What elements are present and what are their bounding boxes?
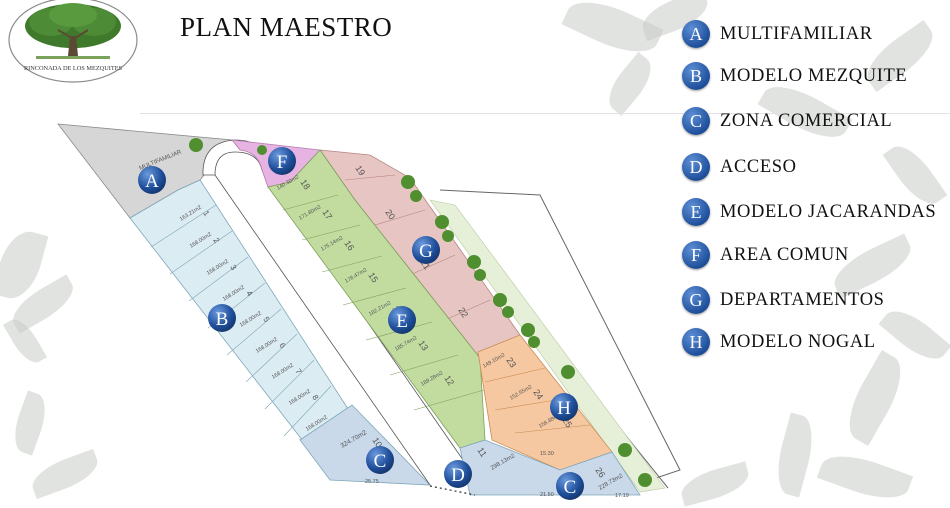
zone-b-mezquite [129,179,351,451]
b-lot-dividers [150,204,332,437]
legend-label: MODELO JACARANDAS [720,201,937,222]
g-lot-number: 22 [456,306,470,320]
zone-badge-e: E [388,306,416,334]
zone-badge-letter: G [419,241,433,262]
g-lot-dividers [344,174,491,321]
zone-badge-letter: E [396,311,408,332]
legend-badge: B [682,62,710,90]
b-lot-number: 5 [261,315,271,324]
zone-badge-letter: B [216,309,229,330]
zone-badge-h: H [550,393,578,421]
legend-label: DEPARTAMENTOS [720,289,885,310]
e-lot-number: 15 [366,271,380,285]
b-lot-number: 7 [293,367,303,376]
legend-badge: C [682,107,710,135]
dimension-label: 21.50 [540,492,554,498]
e-lot-number: 16 [342,239,356,253]
legend-item-modelo-nogal: H MODELO NOGAL [682,325,876,359]
legend-badge: G [682,286,710,314]
b-lot-number: 3 [228,263,238,272]
legend-badge: H [682,328,710,356]
b-lot-number: 8 [310,393,320,402]
logo-text: RINCONADA DE LOS MEZQUITES [24,65,123,72]
lot-10-number: 10 [370,436,384,450]
legend-badge: A [682,20,710,48]
legend-badge: E [682,198,710,226]
lot-11-number: 11 [475,446,489,459]
road-edge [214,174,431,486]
e-lot-number: 18 [298,178,312,192]
legend-item-modelo-mezquite: B MODELO MEZQUITE [682,59,907,93]
h-lot-number: 23 [504,356,518,370]
legend-label: ACCESO [720,156,797,177]
page-title: PLAN MAESTRO [180,12,393,42]
divider [140,113,950,114]
zone-badge-a: A [138,166,166,194]
zone-badge-f: F [268,147,296,175]
logo: RINCONADA DE LOS MEZQUITES [8,0,138,83]
legend-item-acceso: D ACCESO [682,150,797,184]
g-lot-number: 20 [383,208,397,222]
zone-badge-letter: D [451,465,465,486]
zone-c-comercial-right [459,439,641,496]
zone-badge-g: G [412,236,440,264]
legend-badge: F [682,241,710,269]
tree-icon [25,3,121,59]
legend-badge: D [682,153,710,181]
tree-row [189,138,652,487]
zone-badge-letter: C [564,477,577,498]
legend-label: MODELO NOGAL [720,331,876,352]
zone-badge-letter: A [145,171,159,192]
legend-item-zona-comercial: C ZONA COMERCIAL [682,104,892,138]
e-lot-number: 12 [442,374,456,388]
lot-26-number: 26 [593,466,607,480]
zone-badge-letter: F [277,152,288,173]
legend-label: MULTIFAMILIAR [720,23,873,44]
dimension-label: 25.75 [365,479,379,485]
legend-item-departamentos: G DEPARTAMENTOS [682,283,885,317]
dimension-label: 17.19 [615,493,629,499]
b-lot-number: 2 [211,236,221,245]
zone-badge-letter: C [374,451,387,472]
zone-badge-letter: H [557,398,571,419]
legend-label: MODELO MEZQUITE [720,65,908,86]
g-lot-number: 19 [353,164,367,178]
b-lot-number: 4 [244,289,254,298]
dimension-label: 15.30 [540,451,554,457]
zone-badge-c-right: C [556,472,584,500]
e-lot-number: 17 [320,208,334,222]
b-lot-number: 1 [201,209,211,218]
legend-item-multifamiliar: A MULTIFAMILIAR [682,17,873,51]
h-lot-number: 24 [531,388,545,402]
zone-badge-d: D [444,460,472,488]
zone-badge-b: B [208,304,236,332]
legend-label: AREA COMUN [720,244,849,265]
b-lot-number: 6 [277,341,287,350]
zone-badge-c-left: C [366,446,394,474]
legend-label: ZONA COMERCIAL [720,110,893,131]
legend-item-modelo-jacarandas: E MODELO JACARANDAS [682,195,936,229]
legend-item-area-comun: F AREA COMUN [682,238,849,272]
e-lot-number: 13 [416,339,430,353]
road-edge [439,189,681,481]
